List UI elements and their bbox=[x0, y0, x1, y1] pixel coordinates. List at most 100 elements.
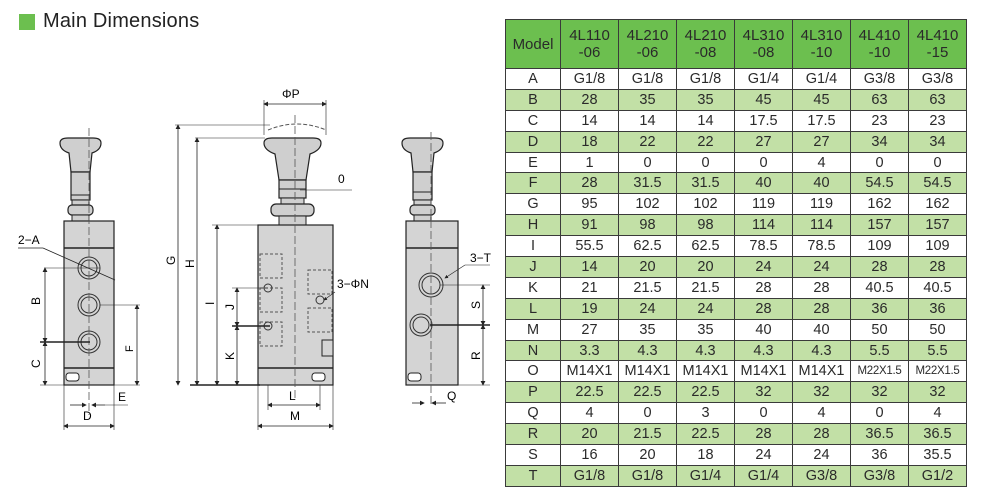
dimension-value-cell: 28 bbox=[560, 88, 619, 111]
front-view-drawing: 2−A B C F D E bbox=[18, 128, 140, 430]
dimension-label-cell: G bbox=[505, 193, 561, 216]
dimension-value-cell: 157 bbox=[908, 214, 967, 237]
section-heading: Main Dimensions bbox=[19, 10, 199, 33]
dimension-value-cell: 14 bbox=[560, 256, 619, 278]
dimension-value-cell: 40.5 bbox=[908, 276, 967, 299]
dimension-value-cell: 36 bbox=[908, 297, 967, 320]
dimension-value-cell: 32 bbox=[792, 381, 851, 404]
dimension-value-cell: 95 bbox=[560, 193, 619, 216]
dimension-label-cell: Q bbox=[505, 402, 561, 425]
dimension-value-cell: 23 bbox=[850, 109, 909, 132]
dimension-value-cell: 40 bbox=[792, 318, 851, 341]
dimension-value-cell: 4.3 bbox=[618, 339, 677, 362]
dimension-value-cell: 5.5 bbox=[850, 339, 909, 362]
dimension-drawings: 2−A B C F D E ΦP 0 bbox=[18, 87, 492, 430]
dimension-value-cell: 91 bbox=[560, 214, 619, 237]
dimension-value-cell: 28 bbox=[734, 297, 793, 320]
svg-text:3−ΦN: 3−ΦN bbox=[337, 277, 369, 291]
dimension-value-cell: 14 bbox=[618, 109, 677, 132]
dimension-value-cell: 27 bbox=[734, 130, 793, 153]
dimension-label-cell: C bbox=[505, 109, 561, 132]
svg-text:H: H bbox=[183, 259, 197, 268]
dimension-value-cell: 62.5 bbox=[618, 235, 677, 258]
dimension-value-cell: 17.5 bbox=[734, 109, 793, 132]
dimension-value-cell: 63 bbox=[908, 88, 967, 111]
dimension-value-cell: 40.5 bbox=[850, 276, 909, 299]
dimension-value-cell: 34 bbox=[850, 130, 909, 153]
dimension-label-cell: A bbox=[505, 68, 561, 90]
dimension-value-cell: G1/2 bbox=[908, 464, 967, 487]
dimension-value-cell: 5.5 bbox=[908, 339, 967, 362]
dimension-value-cell: G1/8 bbox=[618, 464, 677, 487]
model-column-header: 4L310-08 bbox=[734, 19, 793, 69]
dimension-value-cell: 0 bbox=[734, 151, 793, 174]
dimension-value-cell: 34 bbox=[908, 130, 967, 153]
dimension-label-cell: L bbox=[505, 297, 561, 320]
dimension-value-cell: 24 bbox=[734, 444, 793, 466]
dimension-value-cell: 78.5 bbox=[792, 235, 851, 258]
dimension-value-cell: 98 bbox=[676, 214, 735, 237]
model-column-header: 4L410-10 bbox=[850, 19, 909, 69]
dimension-value-cell: 119 bbox=[792, 193, 851, 216]
dimension-label-cell: K bbox=[505, 276, 561, 299]
dimension-label-cell: E bbox=[505, 151, 561, 174]
dimension-value-cell: 50 bbox=[850, 318, 909, 341]
dimension-label-cell: R bbox=[505, 423, 561, 446]
dimension-value-cell: 40 bbox=[734, 318, 793, 341]
dimension-value-cell: 24 bbox=[676, 297, 735, 320]
dimension-value-cell: G3/8 bbox=[908, 68, 967, 90]
svg-text:B: B bbox=[29, 297, 43, 305]
dimension-value-cell: 21.5 bbox=[618, 276, 677, 299]
dimension-value-cell: 4 bbox=[560, 402, 619, 425]
svg-text:2−A: 2−A bbox=[18, 233, 40, 247]
dimension-value-cell: 28 bbox=[734, 423, 793, 446]
dimension-value-cell: M14X1 bbox=[676, 360, 735, 383]
dimension-value-cell: 20 bbox=[618, 256, 677, 278]
side-view-drawing: ΦP 0 3−ΦN G H I J bbox=[164, 87, 369, 430]
dimension-value-cell: 22.5 bbox=[618, 381, 677, 404]
dimension-value-cell: M14X1 bbox=[792, 360, 851, 383]
dimension-value-cell: 21.5 bbox=[618, 423, 677, 446]
dimension-value-cell: G1/8 bbox=[618, 68, 677, 90]
dimension-value-cell: 157 bbox=[850, 214, 909, 237]
dimension-value-cell: 78.5 bbox=[734, 235, 793, 258]
dimension-value-cell: 50 bbox=[908, 318, 967, 341]
dimension-value-cell: 4 bbox=[908, 402, 967, 425]
dimension-value-cell: 0 bbox=[850, 402, 909, 425]
dimension-value-cell: 62.5 bbox=[676, 235, 735, 258]
dimension-value-cell: G1/4 bbox=[734, 68, 793, 90]
dimension-value-cell: 36 bbox=[850, 444, 909, 466]
dimension-label-cell: F bbox=[505, 172, 561, 195]
dimension-value-cell: 45 bbox=[792, 88, 851, 111]
svg-text:F: F bbox=[124, 345, 136, 352]
model-header-cell: Model bbox=[505, 19, 561, 69]
svg-text:K: K bbox=[223, 352, 237, 360]
dimension-value-cell: 54.5 bbox=[850, 172, 909, 195]
green-square-bullet-icon bbox=[19, 13, 35, 30]
dimension-label-cell: O bbox=[505, 360, 561, 383]
dimension-label-cell: T bbox=[505, 464, 561, 487]
dimension-value-cell: 27 bbox=[792, 130, 851, 153]
model-column-header: 4L210-08 bbox=[676, 19, 735, 69]
dimension-value-cell: 32 bbox=[908, 381, 967, 404]
dimension-value-cell: 28 bbox=[792, 297, 851, 320]
dimension-value-cell: 22.5 bbox=[560, 381, 619, 404]
svg-text:R: R bbox=[469, 351, 483, 360]
dimension-value-cell: 28 bbox=[850, 256, 909, 278]
dimension-value-cell: 22 bbox=[676, 130, 735, 153]
dimension-value-cell: G1/8 bbox=[560, 68, 619, 90]
dimension-value-cell: M22X1.5 bbox=[850, 360, 909, 383]
dimension-value-cell: 36.5 bbox=[908, 423, 967, 446]
model-column-header: 4L310-10 bbox=[792, 19, 851, 69]
dimension-value-cell: 27 bbox=[560, 318, 619, 341]
